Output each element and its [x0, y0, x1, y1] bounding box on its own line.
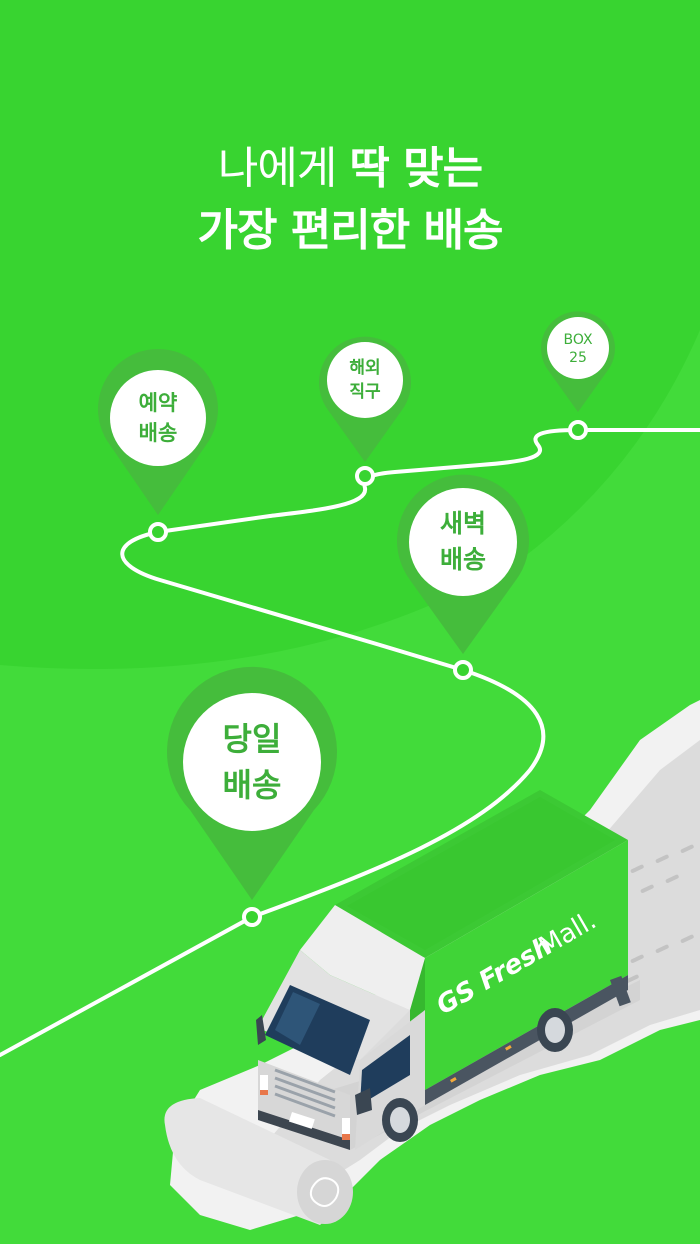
pin-dawn: [397, 474, 530, 654]
headline-line1: 나에게 딱 맞는: [217, 143, 483, 194]
pin-overseas: [319, 336, 411, 462]
pin-label-overseas: 해외 직구: [349, 358, 381, 402]
pin-same-day: [167, 666, 337, 900]
headline: 나에게 딱 맞는 가장 편리한 배송: [0, 138, 700, 262]
pin-label-box25: BOX 25: [563, 332, 593, 366]
pin-label-reservation: 예약 배송: [138, 391, 178, 445]
pin-box25: [541, 311, 616, 412]
headline-line2: 가장 편리한 배송: [197, 205, 504, 256]
pin-label-dawn: 새벽 배송: [439, 509, 487, 574]
pin-label-same-day: 당일 배송: [222, 720, 282, 804]
pin-reservation: [98, 349, 218, 515]
route-line: [0, 428, 700, 1057]
delivery-truck: GS Fresh Mall.: [256, 790, 640, 1150]
route-nodes: [148, 420, 588, 927]
